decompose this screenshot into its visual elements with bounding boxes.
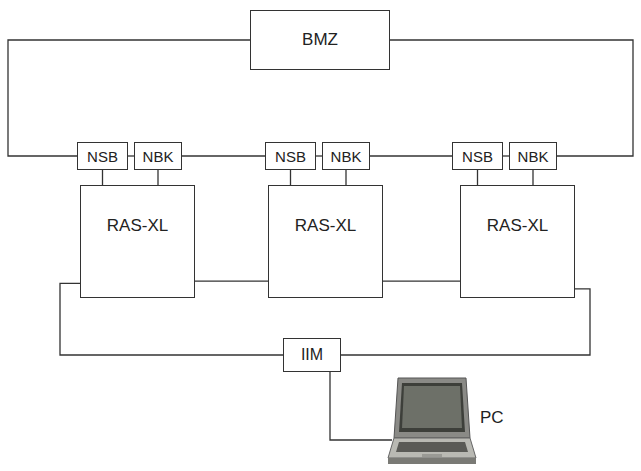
controller-box: BMZ — [250, 10, 390, 70]
box-label: BMZ — [302, 30, 338, 50]
bus-line — [8, 40, 250, 156]
box-label: IIM — [301, 346, 323, 364]
bus-line — [341, 289, 590, 355]
bus-line — [182, 155, 265, 156]
box-label: RAS-XL — [295, 216, 356, 236]
box-label: NBK — [331, 148, 362, 165]
box-label: RAS-XL — [487, 216, 548, 236]
device-box: RAS-XL — [460, 185, 575, 298]
box-label: NSB — [462, 148, 493, 165]
device-box: RAS-XL — [80, 185, 195, 298]
box-label: NSB — [87, 148, 118, 165]
bus-line — [532, 170, 533, 185]
module-box: NSB — [452, 142, 503, 170]
bus-line — [390, 40, 633, 156]
bus-line — [195, 280, 268, 281]
bus-line — [477, 170, 478, 185]
interface-box: IIM — [283, 338, 341, 372]
module-box: NBK — [322, 142, 370, 170]
bus-line — [102, 170, 103, 185]
module-box: NSB — [265, 142, 316, 170]
bus-line — [383, 280, 460, 281]
bus-line — [370, 155, 452, 156]
cable-line — [330, 372, 392, 440]
box-label: RAS-XL — [107, 216, 168, 236]
module-box: NBK — [509, 142, 557, 170]
laptop-icon — [388, 378, 476, 464]
bus-line — [345, 170, 346, 185]
box-label: NBK — [143, 148, 174, 165]
bus-line — [157, 170, 158, 185]
module-box: NSB — [77, 142, 128, 170]
box-label: NBK — [518, 148, 549, 165]
device-box: RAS-XL — [268, 185, 383, 298]
box-label: NSB — [275, 148, 306, 165]
module-box: NBK — [134, 142, 182, 170]
device-label: PC — [480, 408, 504, 428]
bus-line — [290, 170, 291, 185]
